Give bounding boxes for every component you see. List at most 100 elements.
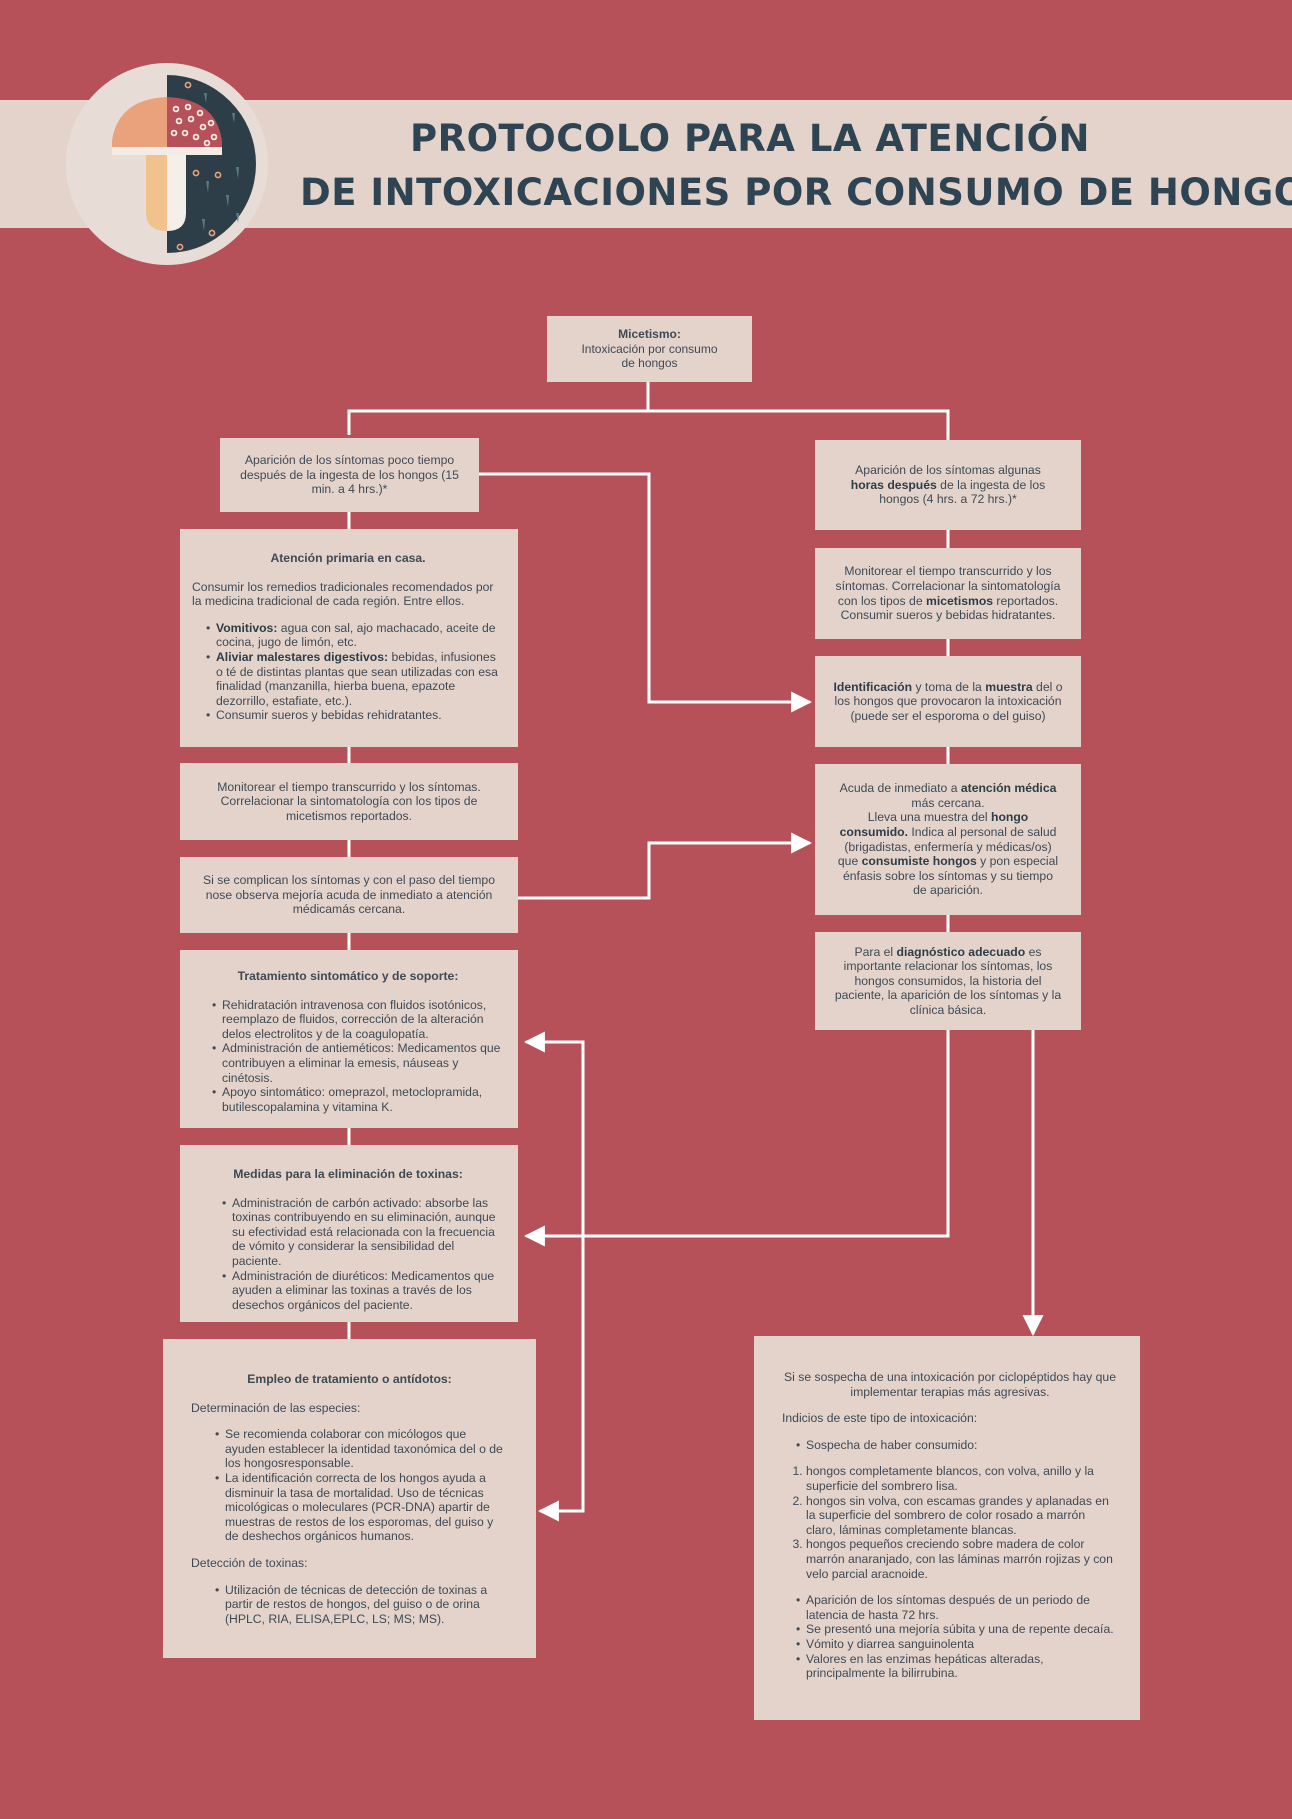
root-title: Micetismo: <box>618 327 681 342</box>
left-onset-line-1: Aparición de los síntomas poco tiempo <box>244 453 455 468</box>
text-span: y pon especial <box>976 854 1059 869</box>
home-care-box: Atención primaria en casa. Consumir los … <box>180 529 518 747</box>
medical-line-3: Lleva una muestra del hongo <box>868 810 1029 825</box>
signs-label: Indicios de este tipo de intoxicación: <box>782 1411 978 1426</box>
right-onset-line-2-rest: de la ingesta de los <box>936 477 1046 492</box>
text-span: que <box>837 854 862 869</box>
list-item: Rehidratación intravenosa con fluidos is… <box>212 998 504 1042</box>
treatment-title: Tratamiento sintomático y de soporte: <box>237 969 459 983</box>
list-item: Vomitivos: agua con sal, ajo machacado, … <box>206 621 504 650</box>
cyclopeptides-box: Si se sospecha de una intoxicación por c… <box>754 1336 1140 1720</box>
diagnosis-line-5: clínica básica. <box>909 1002 987 1017</box>
text-span: Para el <box>854 944 897 959</box>
list-item: Administración de diuréticos: Medicament… <box>222 1269 504 1313</box>
complications-line-3: médicamás cercana. <box>292 902 406 917</box>
right-onset-line-2: horas después de la ingesta de los <box>851 478 1045 493</box>
left-monitor-box: Monitorear el tiempo transcurrido y los … <box>180 763 518 840</box>
item-text: bebidas, infusiones o té de distintas pl… <box>216 649 498 708</box>
right-onset-line-3: hongos (4 hrs. a 72 hrs.)* <box>879 492 1017 507</box>
diagnosis-line-3: hongos consumidos, la historia del <box>854 973 1042 988</box>
list-item: Aliviar malestares digestivos: bebidas, … <box>206 650 504 708</box>
species-label: Determinación de las especies: <box>191 1400 361 1415</box>
item-text: agua con sal, ajo machacado, aceite de c… <box>216 620 496 650</box>
text-span: del o <box>1032 679 1063 694</box>
cyclopeptides-intro: Si se sospecha de una intoxicación por c… <box>784 1370 1116 1399</box>
diagnosis-line-4: paciente, la aparición de los síntomas y… <box>834 988 1062 1003</box>
medical-line-7: énfasis sobre los síntomas y su tiempo <box>843 868 1053 883</box>
left-monitor-line-2: Correlacionar la sintomatología con los … <box>220 794 478 809</box>
root-line-2: de hongos <box>621 356 678 371</box>
mushroom-icon <box>66 63 268 265</box>
left-onset-line-2: después de la ingesta de los hongos (15 <box>240 467 459 482</box>
list-item: Aparición de los síntomas después de un … <box>796 1593 1118 1622</box>
root-line-1: Intoxicación por consumo <box>581 341 718 356</box>
connector-split <box>347 409 950 440</box>
identification-line-3: (puede ser el esporoma o del guiso) <box>850 708 1046 723</box>
right-onset-box: Aparición de los síntomas algunas horas … <box>815 440 1081 530</box>
right-monitor-line-2: síntomas. Correlacionar la sintomatologí… <box>835 578 1061 593</box>
left-onset-line-3: min. a 4 hrs.)* <box>311 482 388 497</box>
right-onset-bold: horas después <box>850 477 937 492</box>
toxin-list: Utilización de técnicas de detección de … <box>215 1583 508 1627</box>
right-monitor-box: Monitorear el tiempo transcurrido y los … <box>815 548 1081 639</box>
list-item: hongos completamente blancos, con volva,… <box>806 1464 1118 1493</box>
text-span: Acuda de inmediato a <box>839 781 961 796</box>
medical-attention-box: Acuda de inmediato a atención médica más… <box>815 764 1081 915</box>
text-span: con los tipos de <box>837 593 926 608</box>
elimination-title: Medidas para la eliminación de toxinas: <box>233 1167 463 1181</box>
home-care-intro: Consumir los remedios tradicionales reco… <box>192 579 494 609</box>
right-monitor-line-4: Consumir sueros y bebidas hidratantes. <box>840 608 1056 623</box>
bold-span: atención médica <box>960 781 1057 796</box>
text-span: Indica al personal de salud <box>908 824 1057 839</box>
diagnosis-line-1: Para el diagnóstico adecuado es <box>855 945 1042 960</box>
text-span: reportados. <box>993 593 1059 608</box>
numbered-list: hongos completamente blancos, con volva,… <box>782 1464 1118 1581</box>
bold-span: hongo <box>991 810 1029 825</box>
species-list: Se recomienda colaborar con micólogos qu… <box>215 1427 508 1544</box>
arrow-onset-to-identification <box>478 472 813 713</box>
home-care-title: Atención primaria en casa. <box>270 551 426 565</box>
left-monitor-line-1: Monitorear el tiempo transcurrido y los … <box>217 779 481 794</box>
arrow-bidirectional-treatment-antidotes <box>523 1031 585 1522</box>
list-item: La identificación correcta de los hongos… <box>215 1471 508 1544</box>
complications-line-1: Si se complican los síntomas y con el pa… <box>203 873 495 888</box>
title-line-1: PROTOCOLO PARA LA ATENCIÓN <box>410 117 1090 160</box>
list-item: Utilización de técnicas de detección de … <box>215 1583 508 1627</box>
list-item: Apoyo sintomático: omeprazol, metoclopra… <box>212 1085 504 1114</box>
left-monitor-line-3: micetismos reportados. <box>286 808 412 823</box>
medical-line-4: consumido. Indica al personal de salud <box>840 825 1057 840</box>
right-monitor-line-1: Monitorear el tiempo transcurrido y los <box>844 564 1052 579</box>
list-item: Vómito y diarrea sanguinolenta <box>796 1637 1118 1652</box>
identification-line-1: Identificación y toma de la muestra del … <box>834 680 1063 695</box>
root-box: Micetismo: Intoxicación por consumo de h… <box>547 316 752 382</box>
right-onset-line-1: Aparición de los síntomas algunas <box>855 463 1041 478</box>
list-item: Valores en las enzimas hepáticas alterad… <box>796 1652 1118 1681</box>
diagnosis-box: Para el diagnóstico adecuado es importan… <box>815 932 1081 1030</box>
page-title: PROTOCOLO PARA LA ATENCIÓN DE INTOXICACI… <box>300 112 1292 220</box>
bold-span: muestra <box>985 679 1033 694</box>
medical-line-2: más cercana. <box>911 795 985 810</box>
item-bold: Aliviar malestares digestivos: <box>216 649 389 664</box>
list-item: Consumir sueros y bebidas rehidratantes. <box>206 708 504 723</box>
treatment-box: Tratamiento sintomático y de soporte: Re… <box>180 950 518 1128</box>
right-monitor-line-3: con los tipos de micetismos reportados. <box>838 594 1058 609</box>
text-span: es <box>1025 944 1042 959</box>
list-item: hongos sin volva, con escamas grandes y … <box>806 1494 1118 1538</box>
identification-box: Identificación y toma de la muestra del … <box>815 656 1081 747</box>
medical-line-5: (brigadistas, enfermería y médicas/os) <box>844 839 1052 854</box>
home-care-list: Vomitivos: agua con sal, ajo machacado, … <box>206 621 504 723</box>
arrow-complications-to-medical <box>518 832 813 900</box>
bold-span: Identificación <box>833 679 913 694</box>
left-onset-box: Aparición de los síntomas poco tiempo de… <box>220 438 479 512</box>
identification-line-2: los hongos que provocaron la intoxicació… <box>834 694 1062 709</box>
antidotes-box: Empleo de tratamiento o antídotos: Deter… <box>163 1339 536 1658</box>
list-item: Se recomienda colaborar con micólogos qu… <box>215 1427 508 1471</box>
list-item: Se presentó una mejoría súbita y una de … <box>796 1622 1118 1637</box>
bold-span: diagnóstico adecuado <box>896 944 1026 959</box>
medical-line-8: de aparición. <box>913 883 983 898</box>
toxin-label: Detección de toxinas: <box>191 1555 308 1570</box>
text-span: Lleva una muestra del <box>867 810 992 825</box>
elimination-box: Medidas para la eliminación de toxinas: … <box>180 1145 518 1322</box>
item-text: Consumir sueros y bebidas rehidratantes. <box>216 708 442 723</box>
